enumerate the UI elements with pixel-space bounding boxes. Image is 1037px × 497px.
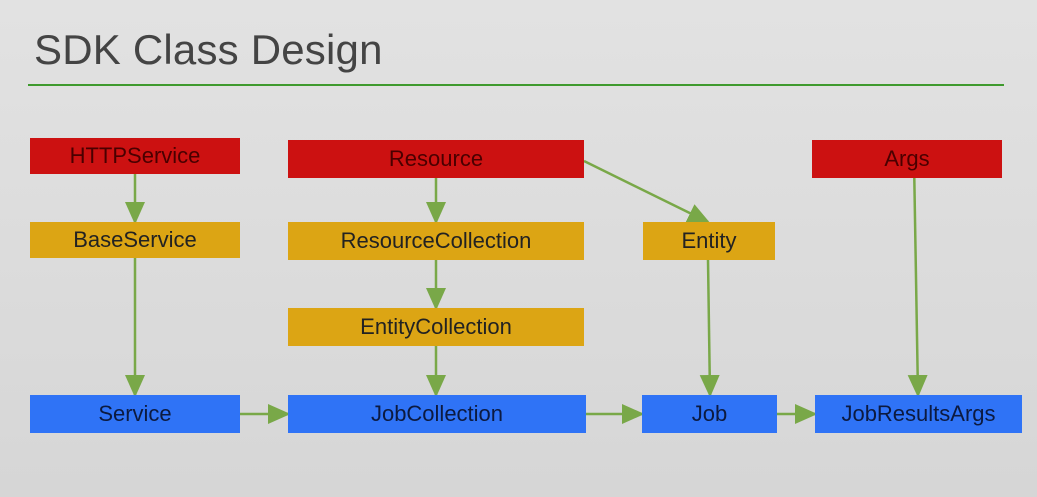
arrow-resource-to-entity [583,159,711,224]
title-divider [28,84,1004,86]
node-resourcecollection: ResourceCollection [288,222,584,260]
slide-title: SDK Class Design [34,26,383,73]
node-entity: Entity [643,222,775,260]
node-entitycollection: EntityCollection [288,308,584,346]
node-jobresultsargs: JobResultsArgs [815,395,1022,433]
node-httpservice: HTTPService [30,138,240,174]
node-resource: Resource [288,140,584,178]
node-jobcollection: JobCollection [288,395,586,433]
arrow-args-to-jobresultsargs [907,159,928,398]
arrow-entity-to-job [699,259,720,398]
node-service: Service [30,395,240,433]
node-job: Job [642,395,777,433]
node-args: Args [812,140,1002,178]
node-baseservice: BaseService [30,222,240,258]
